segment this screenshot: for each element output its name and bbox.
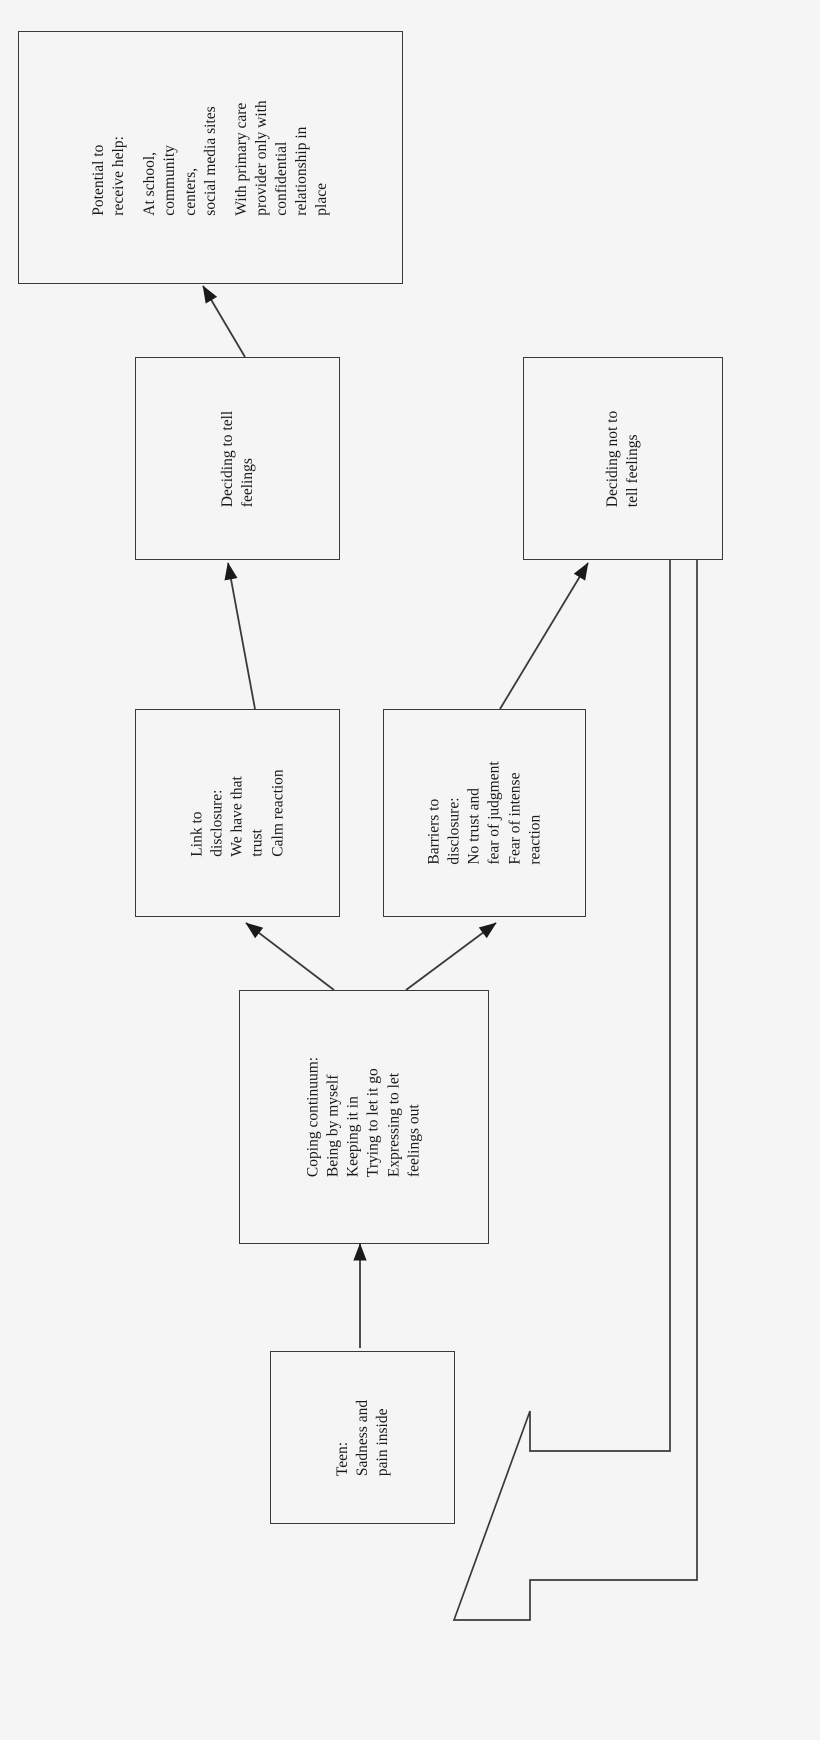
edge-deciding-tell-to-potential-help [202,285,246,358]
node-barriers-disclosure-label: Barriers to disclosure: No trust and fea… [425,761,543,865]
node-coping-continuum-label: Coping continuum: Being by myself Keepin… [304,1056,423,1178]
edge-barriers-to-deciding-not-tell [499,562,589,710]
node-barriers-disclosure[interactable]: Barriers to disclosure: No trust and fea… [383,709,586,917]
node-link-disclosure-label: Link to disclosure: We have that trust C… [188,769,286,857]
node-potential-help[interactable]: Potential to receive help: At school, co… [18,31,403,284]
node-deciding-not-tell-label: Deciding not to tell feelings [603,410,641,507]
node-deciding-tell[interactable]: Deciding to tell feelings [135,357,340,560]
node-deciding-tell-label: Deciding to tell feelings [218,410,256,507]
edge-coping-to-link [245,922,335,991]
node-coping-continuum[interactable]: Coping continuum: Being by myself Keepin… [239,990,489,1244]
node-teen-label: Teen: Sadness and pain inside [333,1399,391,1476]
node-teen[interactable]: Teen: Sadness and pain inside [270,1351,455,1524]
edge-coping-to-barriers [405,922,497,991]
node-deciding-not-tell[interactable]: Deciding not to tell feelings [523,357,723,560]
node-potential-help-label: Potential to receive help: At school, co… [89,99,331,216]
edge-link-to-deciding-tell [224,562,256,710]
node-link-disclosure[interactable]: Link to disclosure: We have that trust C… [135,709,340,917]
